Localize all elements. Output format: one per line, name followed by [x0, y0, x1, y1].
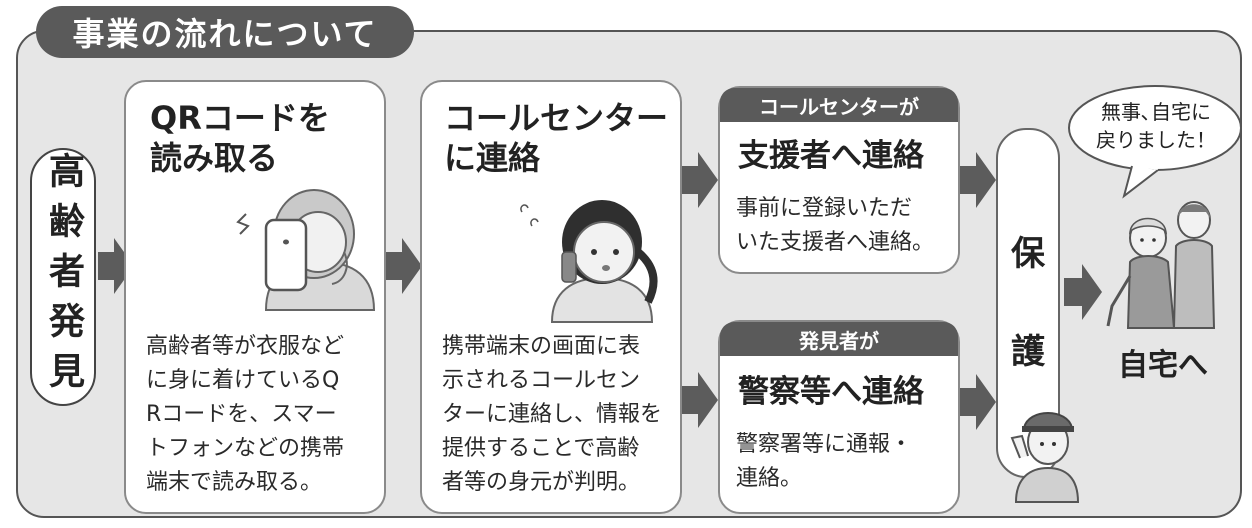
arrow-right-icon	[1064, 264, 1102, 320]
arrow-right-icon	[958, 152, 996, 208]
branch-heading: 警察等へ連絡	[738, 374, 924, 410]
branch-label: 発見者が	[720, 322, 958, 356]
branch-panel-supporter: コールセンターが 支援者へ連絡 事前に登録いただ いた支援者へ連絡。	[718, 86, 960, 274]
home-label: 自宅へ	[1118, 348, 1208, 383]
branch-body: 警察署等に通報・ 連絡。	[736, 432, 913, 491]
protection-char: 保	[1011, 234, 1045, 274]
elder-found-label: 高齢者発見	[43, 152, 84, 402]
arrow-right-icon	[98, 238, 134, 294]
protection-char: 護	[1011, 332, 1045, 372]
person-on-phone-illustration	[520, 200, 658, 323]
police-officer-illustration	[1010, 412, 1080, 503]
step-panel-qr-scan: QRコードを 読み取る 高齢者等が衣服など に身に着けているQ Rコードを、スマ…	[124, 80, 386, 514]
arrow-right-icon	[386, 238, 422, 294]
branch-body: 事前に登録いただ いた支援者へ連絡。	[736, 196, 935, 255]
step-body: 高齢者等が衣服など に身に着けているQ Rコードを、スマー トフォンなどの携帯 …	[146, 334, 345, 495]
step-heading: コールセンター に連絡	[444, 99, 669, 177]
arrow-right-icon	[680, 372, 718, 428]
branch-label: コールセンターが	[720, 88, 958, 122]
elderly-with-caregiver-illustration	[1106, 201, 1216, 329]
branch-panel-police: 発見者が 警察等へ連絡 警察署等に通報・ 連絡。	[718, 320, 960, 514]
step-heading: QRコードを 読み取る	[150, 99, 330, 177]
diagram-title: 事業の流れについて	[36, 6, 414, 58]
speech-bubble-shape	[1068, 85, 1242, 199]
arrow-right-icon	[958, 374, 996, 430]
elder-found-box: 高齢者発見	[30, 148, 96, 406]
person-with-phone-illustration	[236, 189, 376, 311]
step-body: 携帯端末の画面に表 示されるコールセン ターに連絡し、情報を 提供することで高齢…	[442, 334, 663, 495]
speech-bubble-text: 無事､自宅に 戻りました！	[1096, 100, 1216, 152]
step-panel-call-center: コールセンター に連絡 携帯端末の画面に表 示されるコールセン ターに連絡し、情…	[420, 80, 682, 514]
arrow-right-icon	[680, 152, 718, 208]
branch-heading: 支援者へ連絡	[738, 138, 924, 174]
